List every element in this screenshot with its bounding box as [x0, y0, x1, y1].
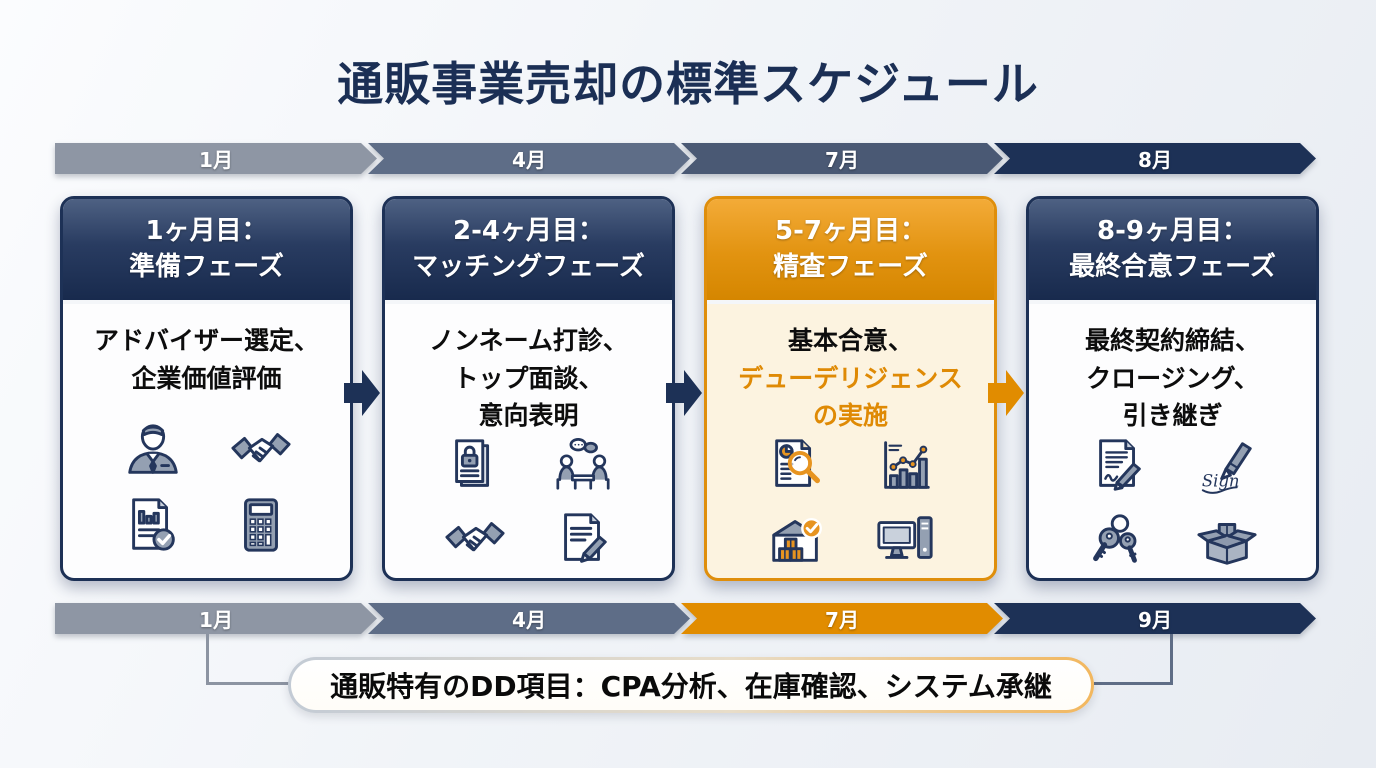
timeline-month-label: 9月 — [1138, 608, 1172, 632]
phase-icon-grid — [122, 420, 292, 556]
phase-card-final-agreement: 8-9ヶ月目： 最終合意フェーズ 最終契約締結、クロージング、引き継ぎ — [1026, 196, 1319, 581]
phase-tasks: アドバイザー選定、企業価値評価 — [94, 322, 319, 397]
card-body-line: 企業価値評価 — [131, 363, 282, 393]
card-body-line: デューデリジェンス — [738, 363, 963, 393]
callout-connector-left — [206, 634, 295, 685]
phase-card-matching: 2-4ヶ月目： マッチングフェーズ ノンネーム打診、トップ面談、意向表明 — [382, 196, 675, 581]
timeline-month-label: 4月 — [512, 608, 546, 632]
bottom-timeline-segment-apr: 4月 — [368, 603, 690, 634]
bottom-timeline-segment-jul: 7月 — [681, 603, 1003, 634]
phase-name: マッチングフェーズ — [412, 251, 645, 282]
document-magnifier-icon — [766, 435, 828, 497]
keys-icon — [1088, 509, 1150, 571]
card-body-line: 引き継ぎ — [1122, 401, 1223, 430]
businessman-icon — [122, 420, 184, 482]
phase-card-header: 8-9ヶ月目： 最終合意フェーズ — [1029, 199, 1316, 304]
phase-card-body: 基本合意、デューデリジェンスの実施 — [707, 304, 994, 581]
card-body-line: クロージング、 — [1086, 363, 1259, 393]
phase-period: 8-9ヶ月目： — [1097, 215, 1248, 246]
dd-items-text: 通販特有のDD項目：CPA分析、在庫確認、システム承継 — [330, 670, 1052, 703]
phase-card-preparation: 1ヶ月目： 準備フェーズ アドバイザー選定、企業価値評価 — [60, 196, 353, 581]
phase-icon-grid — [1088, 435, 1258, 571]
phase-icon-grid — [766, 435, 936, 571]
warehouse-check-icon — [766, 509, 828, 571]
timeline-month-label: 1月 — [199, 148, 233, 172]
phase-card-body: アドバイザー選定、企業価値評価 — [63, 304, 350, 578]
phase-name: 準備フェーズ — [129, 251, 284, 282]
card-body-line: 基本合意、 — [787, 326, 913, 355]
timeline-month-label: 1月 — [199, 608, 233, 632]
top-timeline-segment-jul: 7月 — [681, 143, 1003, 174]
phase-tasks: 最終契約締結、クロージング、引き継ぎ — [1085, 322, 1260, 435]
phase-card-header: 5-7ヶ月目： 精査フェーズ — [707, 199, 994, 304]
bottom-timeline-segment-jan: 1月 — [55, 603, 377, 634]
meeting-icon — [552, 435, 614, 497]
callout-connector-right — [1094, 634, 1173, 685]
phase-card-body: 最終契約締結、クロージング、引き継ぎ — [1029, 304, 1316, 581]
top-timeline-segment-jan: 1月 — [55, 143, 377, 174]
phase-tasks: ノンネーム打診、トップ面談、意向表明 — [429, 322, 628, 435]
computer-icon — [874, 509, 936, 571]
document-pen-icon — [552, 509, 614, 571]
dd-items-callout: 通販特有のDD項目：CPA分析、在庫確認、システム承継 — [288, 657, 1094, 713]
phase-card-header: 1ヶ月目： 準備フェーズ — [63, 199, 350, 304]
bottom-timeline-segment-sep: 9月 — [994, 603, 1316, 634]
growth-chart-icon — [874, 435, 936, 497]
nda-document-icon — [444, 435, 506, 497]
card-body-line: アドバイザー選定、 — [93, 326, 319, 355]
phase-name: 最終合意フェーズ — [1069, 251, 1276, 282]
contract-sign-icon — [1088, 435, 1150, 497]
timeline-month-label: 7月 — [825, 608, 859, 632]
timeline-month-label: 4月 — [512, 148, 546, 172]
phase-period: 1ヶ月目： — [145, 215, 268, 246]
card-body-line: 最終契約締結、 — [1084, 326, 1260, 355]
top-timeline-segment-aug: 8月 — [994, 143, 1316, 174]
phase-icon-grid — [444, 435, 614, 571]
phase-card-header: 2-4ヶ月目： マッチングフェーズ — [385, 199, 672, 304]
timeline-month-label: 8月 — [1138, 148, 1172, 172]
package-box-icon — [1196, 509, 1258, 571]
phase-card-body: ノンネーム打診、トップ面談、意向表明 — [385, 304, 672, 581]
card-body-line: 意向表明 — [478, 401, 579, 430]
phase-period: 2-4ヶ月目： — [453, 215, 604, 246]
phase-name: 精査フェーズ — [773, 251, 928, 282]
timeline-month-label: 7月 — [825, 148, 859, 172]
phase-period: 5-7ヶ月目： — [775, 215, 926, 246]
top-timeline-bar: 1月 4月 7月 8月 — [55, 143, 1316, 174]
calculator-icon — [230, 494, 292, 556]
bottom-timeline-bar: 1月 4月 7月 9月 — [55, 603, 1316, 634]
card-body-line: の実施 — [812, 401, 888, 430]
card-body-line: トップ面談、 — [453, 363, 604, 393]
signature-pen-icon — [1196, 435, 1258, 497]
handshake-icon — [230, 420, 292, 482]
report-check-icon — [122, 494, 184, 556]
phase-card-due-diligence: 5-7ヶ月目： 精査フェーズ 基本合意、デューデリジェンスの実施 — [704, 196, 997, 581]
page-title: 通販事業売却の標準スケジュール — [337, 57, 1039, 111]
handshake-icon — [444, 509, 506, 571]
phase-tasks: 基本合意、デューデリジェンスの実施 — [738, 322, 963, 435]
top-timeline-segment-apr: 4月 — [368, 143, 690, 174]
card-body-line: ノンネーム打診、 — [429, 326, 628, 355]
